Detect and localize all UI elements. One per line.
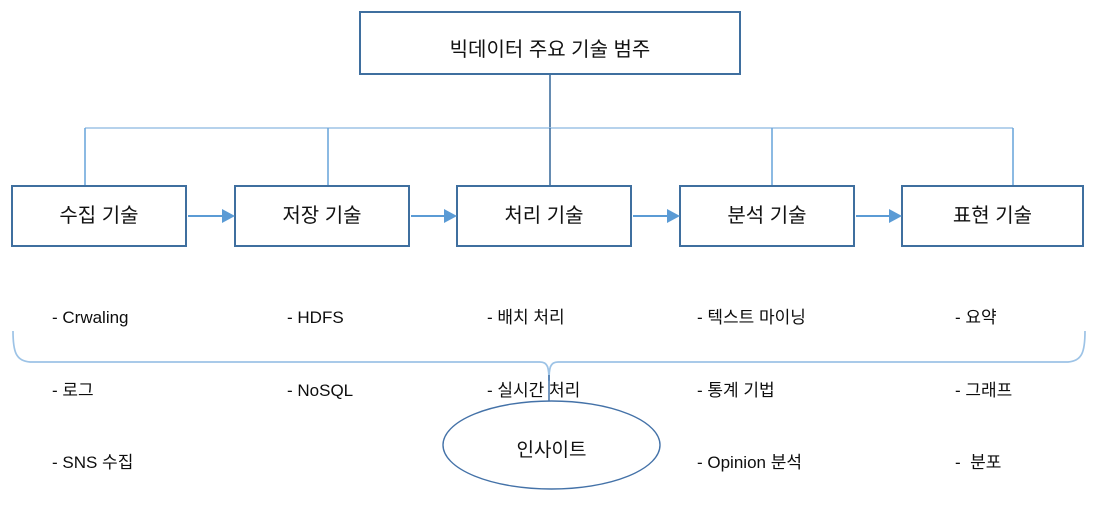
- bullet-item: - 통계 기법: [697, 380, 775, 400]
- category-label-processing: 처리 기술: [504, 205, 584, 227]
- category-label-presentation: 표현 기술: [952, 205, 1033, 227]
- bullet-item: - 분포: [955, 453, 1002, 472]
- category-box-collection[interactable]: [11, 185, 187, 247]
- bullet-item: - 로그: [52, 380, 94, 400]
- bullet-item: - Crwaling: [52, 308, 129, 328]
- bullet-item: - 텍스트 마이닝: [697, 308, 806, 328]
- category-label-collection: 수집 기술: [59, 205, 139, 227]
- outcome-ellipse[interactable]: [442, 400, 661, 490]
- title-box-label: 빅데이터 주요 기술 범주: [449, 39, 651, 61]
- flow-arrow-storage-to-processing: [411, 209, 457, 223]
- bigdata-technology-diagram: 빅데이터 주요 기술 범주 수집 기술 저장 기술 처리 기술 분석 기술 표현…: [11, 11, 1086, 490]
- bullet-item: - 그래프: [955, 380, 1013, 400]
- diagram-canvas: [11, 11, 1086, 490]
- bullet-list-processing: - 배치 처리 - 실시간 처리: [487, 258, 580, 451]
- bullet-item: - Opinion 분석: [697, 453, 802, 472]
- outcome-label: 인사이트: [516, 440, 587, 461]
- bullet-list-analysis: - 텍스트 마이닝 - 통계 기법 - Opinion 분석: [697, 258, 806, 523]
- title-box[interactable]: [359, 11, 741, 75]
- bullet-list-presentation: - 요약 - 그래프 - 분포: [955, 258, 1012, 523]
- category-box-presentation[interactable]: [901, 185, 1084, 247]
- bullet-item: - 요약: [955, 308, 997, 328]
- bullet-item: - NoSQL: [287, 380, 354, 400]
- category-box-storage[interactable]: [234, 185, 410, 247]
- bullet-item: - 배치 처리: [487, 308, 565, 328]
- flow-arrow-collection-to-storage: [188, 209, 235, 223]
- flow-arrow-processing-to-analysis: [633, 209, 680, 223]
- flow-arrow-analysis-to-presentation: [856, 209, 902, 223]
- category-box-analysis[interactable]: [679, 185, 855, 247]
- bullet-item: - 실시간 처리: [487, 380, 581, 400]
- category-label-storage: 저장 기술: [282, 205, 362, 227]
- bullet-item: - HDFS: [287, 308, 344, 328]
- category-label-analysis: 분석 기술: [727, 205, 807, 227]
- bullet-item: - SNS 수집: [52, 453, 134, 472]
- bullet-list-storage: - HDFS - NoSQL: [287, 258, 353, 451]
- bullet-list-collection: - Crwaling - 로그 - SNS 수집: [52, 258, 133, 523]
